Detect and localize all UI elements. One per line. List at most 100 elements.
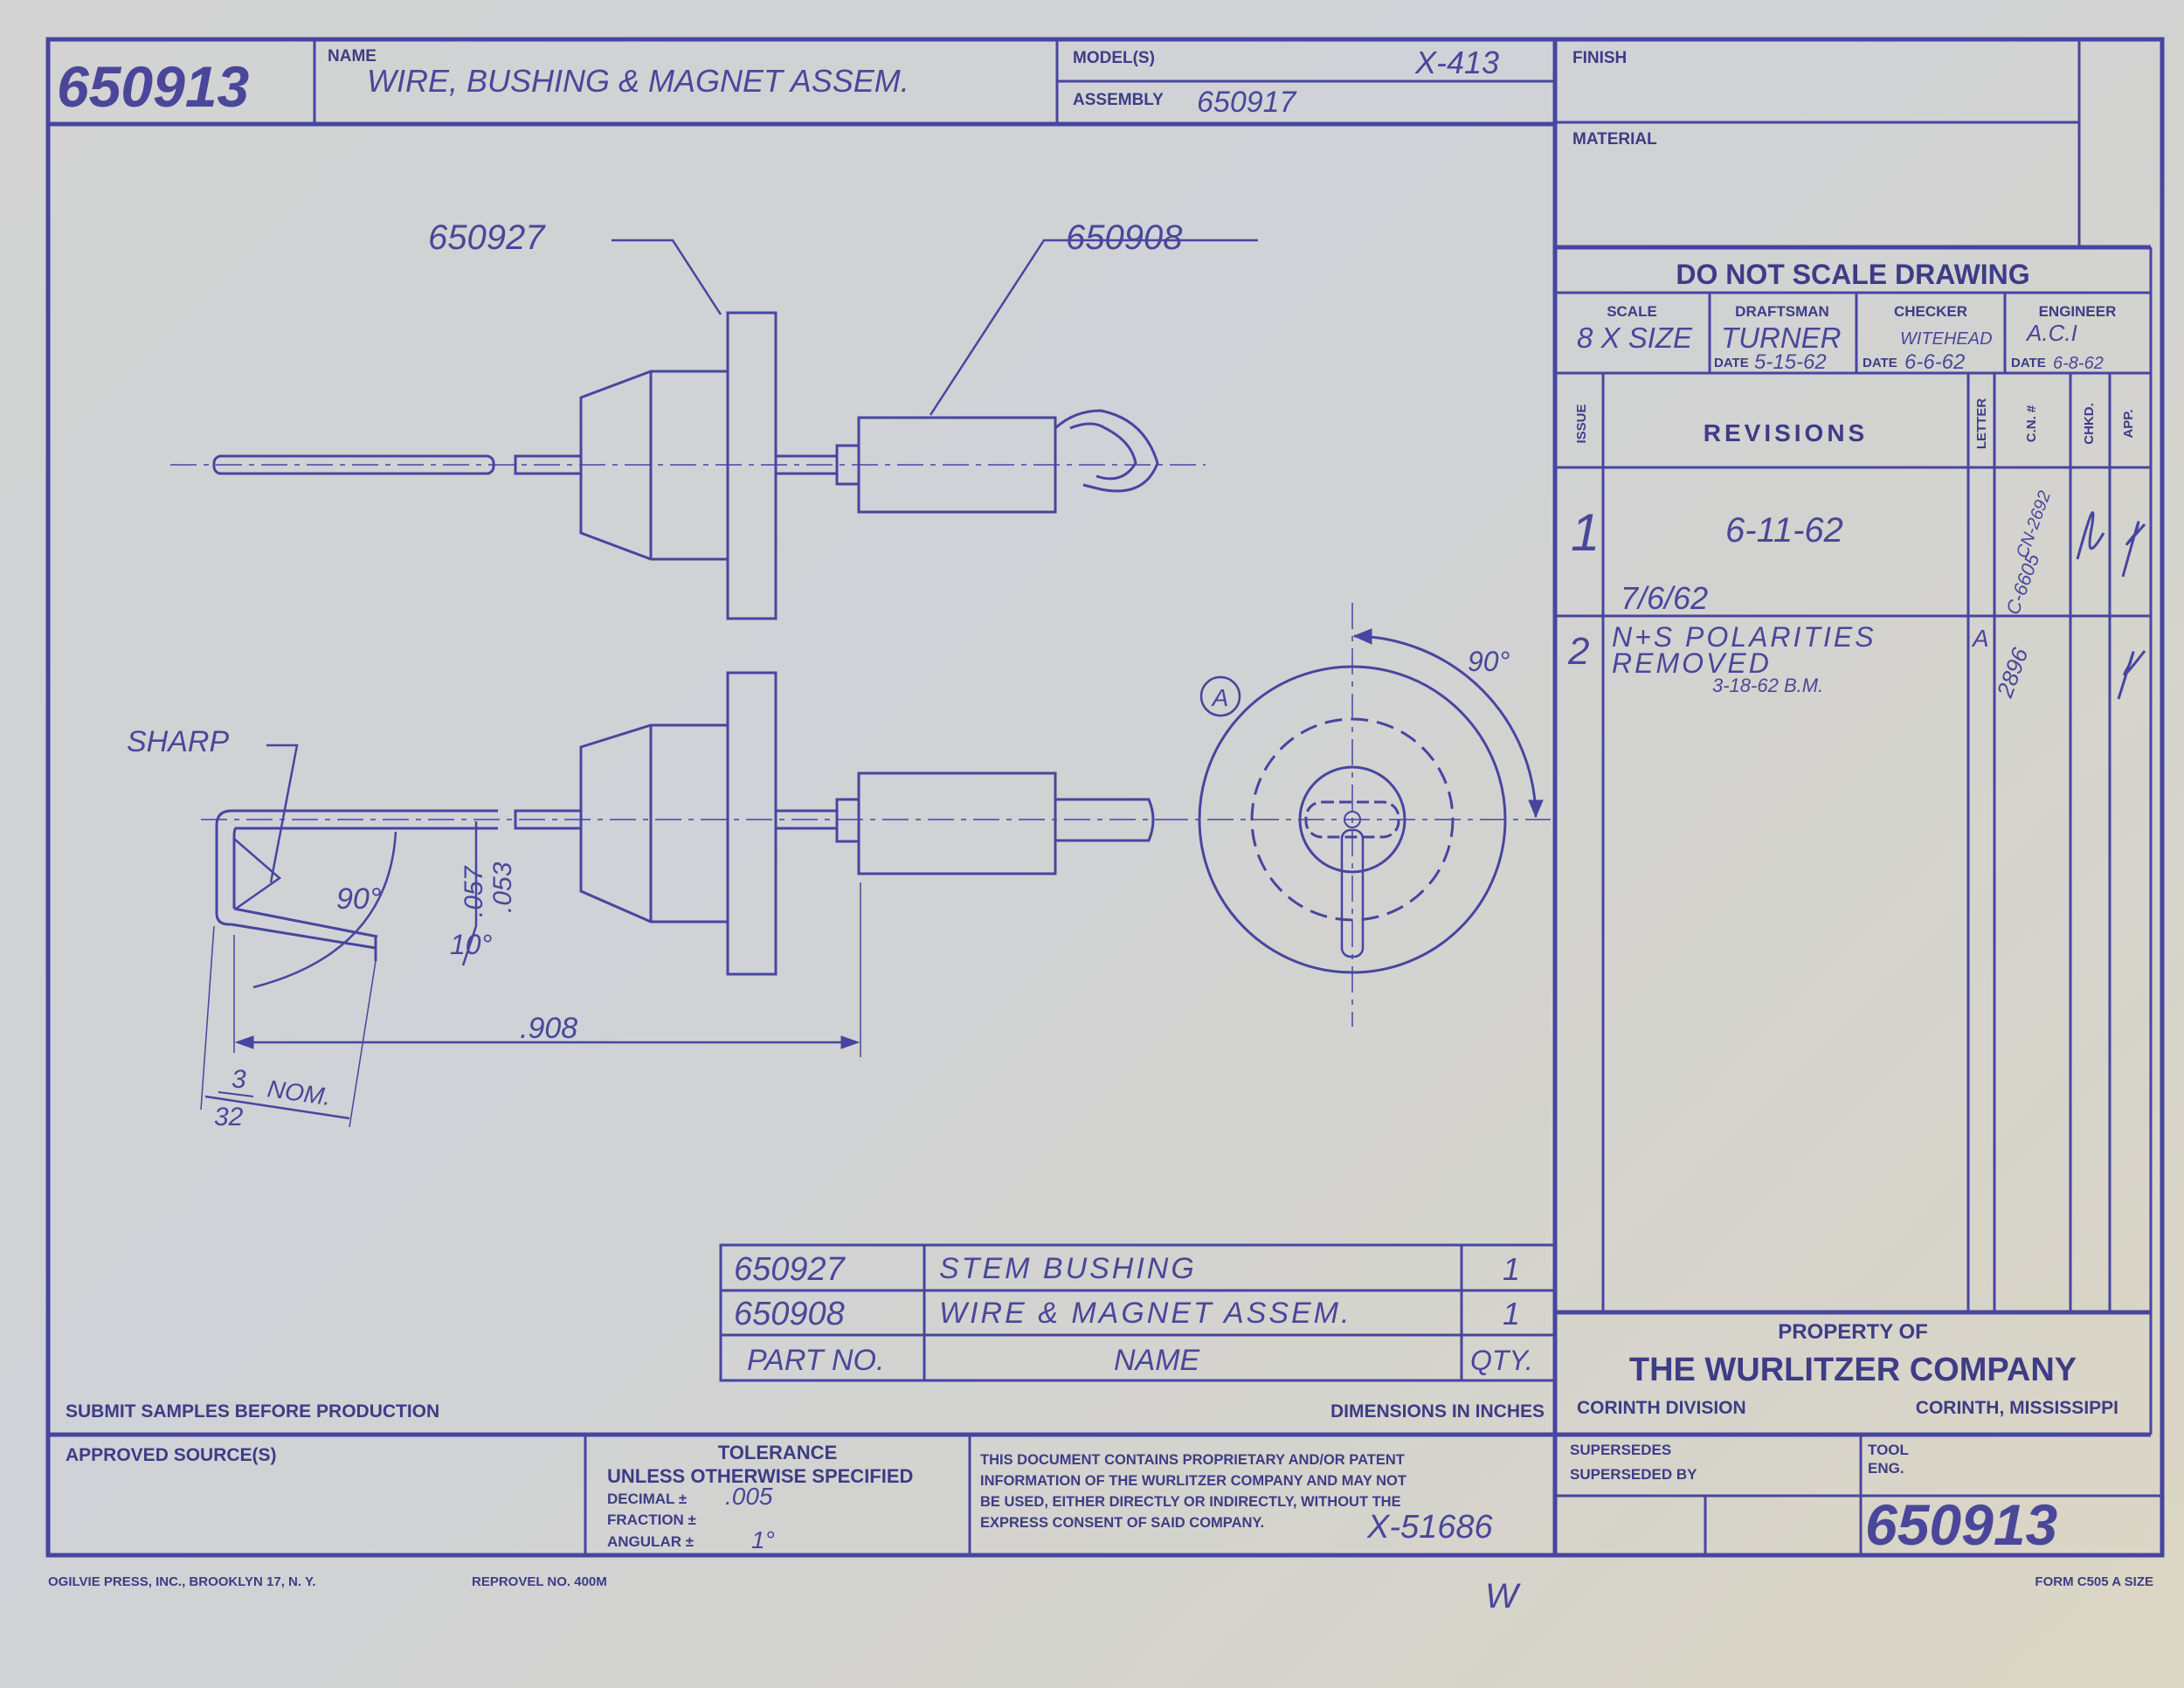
dim-908: .908 [520,1012,577,1045]
revision-1-app-signature [2121,521,2146,578]
top-assembly-view [170,311,1206,620]
revision-2-date: 7/6/62 [1621,580,1708,616]
revision-2-issue: 2 [1567,630,1589,673]
leader-650927 [612,239,722,315]
decimal-value: .005 [725,1483,773,1510]
nom-label: NOM. [266,1075,333,1110]
revision-2-text-line2: REMOVED [1612,647,1772,679]
leader-650908 [929,239,1258,416]
revision-1-issue: 1 [1571,503,1600,562]
leader-sharp [266,744,299,883]
revision-2-cn: 2896 [1991,644,2033,702]
material-label: MATERIAL [1572,130,1657,149]
draftsman-date-label: DATE [1714,356,1749,370]
parts-row-2-name: WIRE & MAGNET ASSEM. [939,1297,1351,1330]
dim-057: .057 [460,865,488,917]
parts-row-2-qty: 1 [1503,1296,1520,1332]
engineer-value: A.C.I [2025,320,2077,346]
callout-650908: 650908 [1066,218,1183,257]
model-value: X-413 [1414,45,1499,80]
angle-arc-90 [252,831,397,989]
revision-2-signoff: 3-18-62 B.M. [1712,675,1823,696]
part-name: WIRE, BUSHING & MAGNET ASSEM. [367,63,909,99]
bottom-drawing-number: 650913 [1865,1492,2057,1557]
checker-value: WITEHEAD [1900,329,1993,349]
sharp-corner-mark [233,838,282,910]
company-name: THE WURLITZER COMPANY [1629,1352,2077,1388]
revision-1-cn: CN-2692 [2013,488,2055,561]
dimensions-note: DIMENSIONS IN INCHES [1330,1401,1545,1422]
models-label: MODEL(S) [1073,49,1155,67]
form-number: FORM C505 A SIZE [2035,1574,2153,1589]
reprovel-number: REPROVEL NO. 400M [472,1574,607,1589]
assembly-value: 650917 [1197,86,1297,119]
cn-label: C.N. # [2024,405,2039,442]
parts-row-1-name: STEM BUSHING [939,1252,1197,1285]
drawing-number: 650913 [57,54,249,119]
view-a-label: A [1211,684,1229,711]
engineer-date-label: DATE [2011,356,2046,370]
parts-header-qty: QTY. [1470,1345,1533,1376]
checker-label: CHECKER [1894,303,1967,320]
revisions-header: REVISIONS [1704,419,1868,446]
company-location: CORINTH, MISSISSIPPI [1916,1398,2118,1418]
end-view-a: A [1162,603,1551,1027]
submit-samples-note: SUBMIT SAMPLES BEFORE PRODUCTION [66,1401,439,1422]
do-not-scale-note: DO NOT SCALE DRAWING [1676,259,2029,290]
letter-label: LETTER [1974,398,1989,449]
checker-date-label: DATE [1863,356,1897,370]
finish-label: FINISH [1572,49,1627,67]
app-label: APP. [2121,409,2136,438]
angular-label: ANGULAR ± [607,1533,694,1550]
draftsman-value: TURNER [1721,322,1842,354]
engineer-date: 6-8-62 [2053,354,2104,373]
proprietary-line-4: EXPRESS CONSENT OF SAID COMPANY. [980,1515,1264,1531]
angle-10-label: 10° [450,929,493,960]
checker-date: 6-6-62 [1904,350,1965,374]
tolerance-label: TOLERANCE [718,1442,838,1463]
dim-053: .053 [488,861,517,913]
draftsman-date: 5-15-62 [1754,350,1827,374]
revision-2-app-signature [2117,650,2146,700]
lower-assembly-view [201,671,1162,976]
division-name: CORINTH DIVISION [1577,1398,1746,1418]
approved-sources-label: APPROVED SOURCE(S) [66,1445,277,1465]
revision-2-text-line1: N+S POLARITIES [1612,621,1876,653]
proprietary-line-1: THIS DOCUMENT CONTAINS PROPRIETARY AND/O… [980,1452,1405,1468]
draftsman-label: DRAFTSMAN [1735,303,1829,320]
assembly-label: ASSEMBLY [1073,91,1164,109]
revision-1-date: 6-11-62 [1725,511,1843,550]
revision-1-chkd-signature [2076,511,2105,560]
nom-numerator: 3 [232,1065,246,1094]
end-view-angle-90: 90° [1468,646,1510,677]
parts-row-2-part: 650908 [734,1296,845,1332]
parts-header-name: NAME [1114,1344,1200,1377]
tool-label: TOOL [1868,1442,1909,1458]
revision-2-letter: A [1971,625,1989,652]
parts-row-1-part: 650927 [734,1251,847,1288]
name-label: NAME [328,47,377,66]
scale-value: 8 X SIZE [1577,322,1693,354]
angular-value: 1° [751,1526,775,1553]
fraction-label: FRACTION ± [607,1512,696,1528]
printer-credit: OGILVIE PRESS, INC., BROOKLYN 17, N. Y. [48,1574,315,1589]
proprietary-reference: X-51686 [1366,1509,1494,1546]
sharp-note: SHARP [127,725,229,758]
angle-90-label: 90° [336,882,381,916]
property-of-label: PROPERTY OF [1778,1320,1928,1344]
superseded-by-label: SUPERSEDED BY [1570,1466,1697,1483]
parts-header-part: PART NO. [747,1344,884,1377]
decimal-label: DECIMAL ± [607,1491,687,1507]
supersedes-label: SUPERSEDES [1570,1442,1671,1458]
callout-650927: 650927 [428,218,546,257]
initials: W [1485,1577,1521,1615]
chkd-label: CHKD. [2082,403,2097,445]
scale-label: SCALE [1607,303,1657,320]
proprietary-line-3: BE USED, EITHER DIRECTLY OR INDIRECTLY, … [980,1494,1401,1510]
proprietary-line-2: INFORMATION OF THE WURLITZER COMPANY AND… [980,1473,1406,1489]
eng-label: ENG. [1868,1460,1904,1477]
tolerance-sub: UNLESS OTHERWISE SPECIFIED [607,1465,913,1487]
engineer-label: ENGINEER [2039,303,2117,320]
